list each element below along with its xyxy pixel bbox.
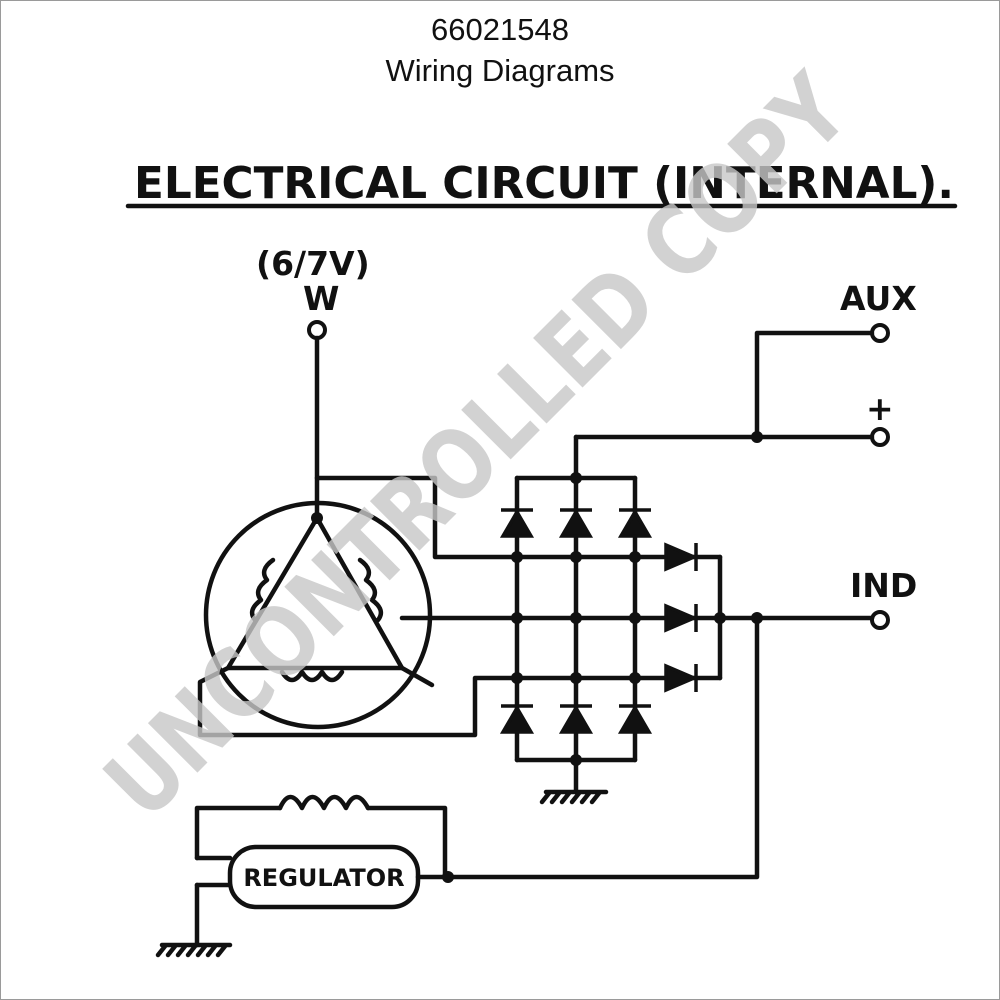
diode-positive-1-icon: [499, 508, 535, 538]
diode-negative-2-icon: [558, 704, 594, 734]
w-terminal-icon[interactable]: [307, 320, 327, 340]
circuit-heading: ELECTRICAL CIRCUIT (INTERNAL).: [134, 158, 954, 209]
bridge-junction-dots: [511, 472, 641, 766]
trio-diode-2-icon: [664, 603, 699, 633]
document-header: 66021548 Wiring Diagrams: [0, 10, 1000, 92]
regulator-input-wires: [194, 855, 233, 888]
positive-terminal-icon[interactable]: [870, 427, 890, 447]
regulator-sense-wire: [445, 615, 760, 880]
regulator-label: REGULATOR: [243, 864, 404, 892]
trio-diodes: [664, 542, 726, 693]
coil-left-icon: [249, 557, 276, 623]
diode-positive-3-icon: [617, 508, 653, 538]
w-voltage-label: (6/7V): [256, 244, 370, 283]
diode-positive-2-icon: [558, 508, 594, 538]
positive-terminal-label: +: [866, 389, 894, 428]
bridge-ground-icon: [539, 789, 609, 805]
trio-diode-3-icon: [664, 663, 699, 693]
ind-terminal-icon[interactable]: [870, 610, 890, 630]
stator-circle-icon: [203, 500, 433, 730]
junction-dot-icon: [311, 512, 323, 524]
aux-output-wire: [754, 330, 875, 440]
field-coil-leads: [194, 805, 448, 880]
document-subtitle: Wiring Diagrams: [385, 53, 615, 88]
phase-3-stub: [399, 665, 435, 688]
diode-negative-1-icon: [499, 704, 535, 734]
stator-delta-wires: [225, 515, 405, 671]
diode-negative-3-icon: [617, 704, 653, 734]
w-terminal-label: W: [303, 279, 339, 318]
document-number: 66021548: [431, 12, 569, 47]
aux-terminal-label: AUX: [840, 279, 917, 318]
coil-right-icon: [357, 557, 384, 623]
coil-bottom-icon: [279, 669, 345, 683]
regulator-ground-icon: [155, 942, 233, 958]
stator-winding: [203, 500, 433, 730]
trio-diode-1-icon: [664, 542, 699, 572]
aux-junction-dot-icon: [751, 431, 763, 443]
aux-terminal-icon[interactable]: [870, 323, 890, 343]
rectifier-bridge: [499, 434, 653, 805]
ind-terminal-label: IND: [850, 566, 917, 605]
field-coil-icon: [277, 794, 371, 811]
